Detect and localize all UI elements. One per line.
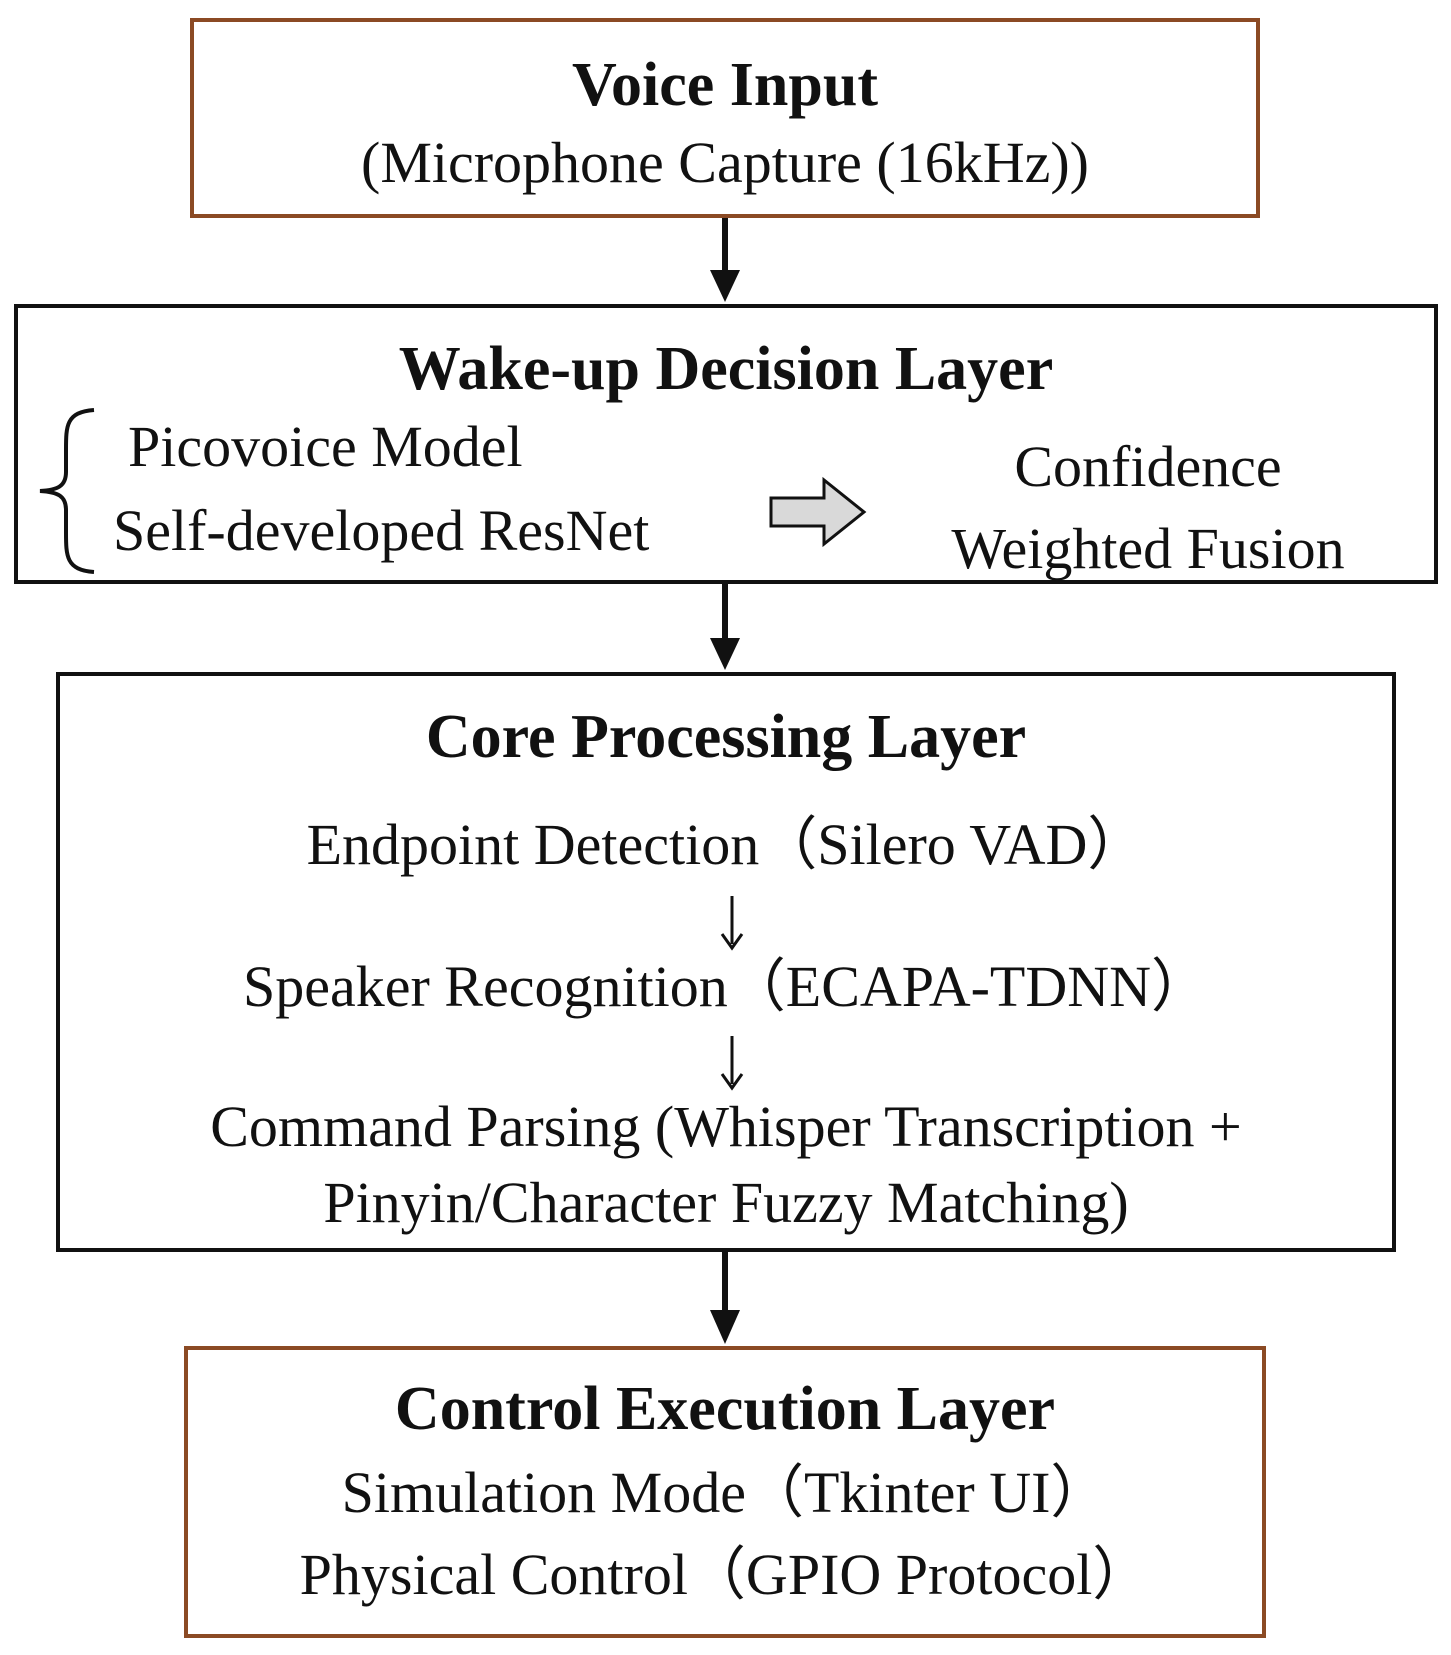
- core-step-command-2: Pinyin/Character Fuzzy Matching): [323, 1170, 1129, 1235]
- voice-input-title: Voice Input: [571, 51, 879, 119]
- fusion-line-2: Weighted Fusion: [951, 516, 1345, 581]
- wakeup-model-1: Picovoice Model: [128, 414, 523, 479]
- core-step-endpoint: Endpoint Detection（Silero VAD）: [306, 812, 1146, 877]
- wakeup-layer-box: Wake-up Decision Layer Picovoice Model S…: [14, 304, 1438, 584]
- wakeup-layer-title: Wake-up Decision Layer: [398, 335, 1054, 403]
- flow-arrow-1: [710, 218, 740, 302]
- voice-input-box: Voice Input (Microphone Capture (16kHz)): [190, 18, 1260, 218]
- fusion-arrow-icon: [769, 476, 867, 548]
- small-arrow-2: [720, 1036, 744, 1091]
- control-mode-simulation: Simulation Mode（Tkinter UI）: [341, 1460, 1109, 1525]
- control-layer-title: Control Execution Layer: [394, 1375, 1056, 1443]
- wakeup-model-2: Self-developed ResNet: [113, 498, 650, 563]
- small-arrow-1: [720, 896, 744, 951]
- core-layer-title: Core Processing Layer: [425, 703, 1027, 771]
- fusion-line-1: Confidence: [1014, 434, 1282, 499]
- flow-arrow-2: [710, 584, 740, 670]
- core-step-speaker: Speaker Recognition（ECAPA-TDNN）: [242, 954, 1210, 1019]
- flow-arrow-3: [710, 1252, 740, 1344]
- core-step-command-1: Command Parsing (Whisper Transcription +: [210, 1094, 1242, 1159]
- control-layer-box: Control Execution Layer Simulation Mode（…: [184, 1346, 1266, 1638]
- control-mode-physical: Physical Control（GPIO Protocol）: [299, 1542, 1151, 1607]
- core-layer-box: Core Processing Layer Endpoint Detection…: [56, 672, 1396, 1252]
- voice-input-subtitle: (Microphone Capture (16kHz)): [361, 130, 1089, 195]
- brace-icon: [39, 408, 95, 574]
